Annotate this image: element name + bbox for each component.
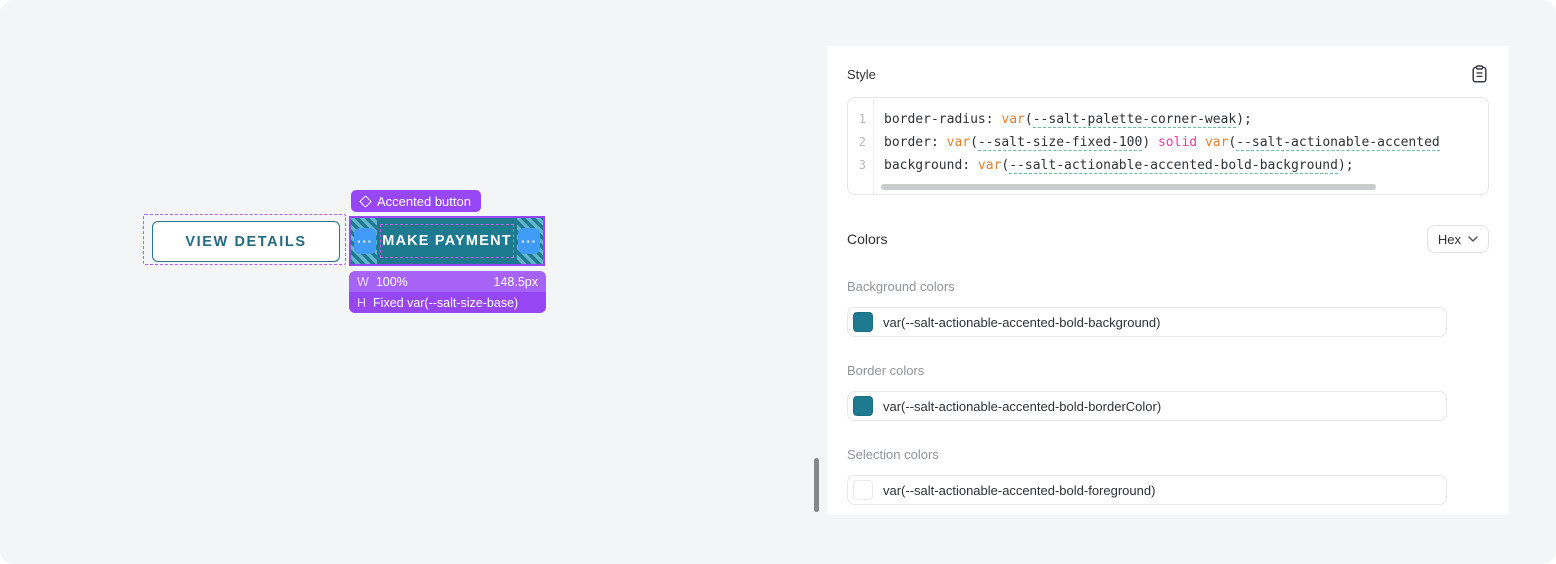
selection-color-value: var(--salt-actionable-accented-bold-fore… (883, 482, 1156, 498)
border-color-value: var(--salt-actionable-accented-bold-bord… (883, 398, 1162, 414)
code-line: border-radius: var(--salt-palette-corner… (884, 108, 1488, 131)
selection-color-row[interactable]: var(--salt-actionable-accented-bold-fore… (847, 475, 1447, 505)
style-section-header: Style (847, 64, 1489, 84)
background-colors-label: Background colors (847, 279, 955, 294)
background-color-swatch (853, 312, 873, 332)
view-details-selection-outline (143, 214, 346, 265)
selection-colors-label: Selection colors (847, 447, 939, 462)
view-details-button[interactable]: VIEW DETAILS (152, 221, 340, 262)
component-tooltip: Accented button (351, 190, 481, 212)
css-variable-token[interactable]: --salt-palette-corner-weak (1032, 112, 1237, 128)
code-token: background: (884, 158, 978, 173)
color-format-value: Hex (1437, 231, 1461, 247)
code-gutter: 1 2 3 (848, 98, 874, 194)
resize-handle-right[interactable]: ··· (518, 228, 540, 254)
vertical-scrollbar[interactable] (814, 458, 819, 512)
border-color-swatch (853, 396, 873, 416)
width-pixels: 148.5px (493, 274, 538, 289)
code-token: var (946, 135, 971, 150)
code-token: ( (1024, 112, 1033, 127)
code-token: ); (1337, 158, 1354, 173)
component-tooltip-label: Accented button (377, 193, 471, 209)
height-measurement-row: H Fixed var(--salt-size-base) (349, 292, 546, 313)
code-token: border-radius: (884, 112, 1002, 127)
component-diamond-icon (359, 194, 372, 208)
width-value: 100% (375, 274, 408, 289)
width-measurement-row: W 100% 148.5px (349, 271, 546, 292)
border-color-row[interactable]: var(--salt-actionable-accented-bold-bord… (847, 391, 1447, 421)
size-measurement-panel: W 100% 148.5px H Fixed var(--salt-size-b… (349, 271, 546, 313)
css-variable-token[interactable]: --salt-actionable-accented (1236, 135, 1440, 151)
code-token: ) (1142, 135, 1158, 150)
code-line: background: var(--salt-actionable-accent… (884, 154, 1488, 177)
background-color-value: var(--salt-actionable-accented-bold-back… (883, 314, 1161, 330)
colors-section-title: Colors (847, 231, 888, 247)
code-token: border: (884, 135, 947, 150)
height-value: Fixed var(--salt-size-base) (373, 295, 519, 310)
style-section-title: Style (847, 66, 876, 82)
css-variable-token[interactable]: --salt-size-fixed-100 (977, 135, 1143, 151)
css-variable-token[interactable]: --salt-actionable-accented-bold-backgrou… (1009, 158, 1338, 174)
code-line-number: 1 (858, 112, 866, 126)
chevron-down-icon (1468, 236, 1478, 242)
code-token: ( (970, 135, 978, 150)
make-payment-button[interactable]: MAKE PAYMENT ··· ··· (349, 216, 545, 266)
make-payment-label: MAKE PAYMENT (382, 233, 512, 249)
code-token: var (977, 158, 1002, 173)
width-label: W (357, 274, 369, 289)
code-token: ); (1236, 112, 1252, 127)
code-line-number: 2 (858, 135, 866, 149)
handle-dots: ··· (521, 233, 537, 249)
code-token: var (1204, 135, 1229, 150)
make-payment-label-box: MAKE PAYMENT (380, 224, 514, 258)
background-color-row[interactable]: var(--salt-actionable-accented-bold-back… (847, 307, 1447, 337)
code-lines: border-radius: var(--salt-palette-corner… (874, 98, 1488, 194)
code-token: ( (1228, 135, 1237, 150)
code-token (1197, 135, 1205, 150)
resize-handle-left[interactable]: ··· (354, 228, 376, 254)
copy-code-button[interactable] (1469, 64, 1489, 84)
code-token: ( (1001, 158, 1010, 173)
code-line: border: var(--salt-size-fixed-100) solid… (884, 131, 1488, 154)
border-colors-label: Border colors (847, 363, 925, 378)
code-line-number: 3 (858, 158, 866, 172)
code-token: var (1001, 112, 1025, 127)
view-details-label: VIEW DETAILS (185, 233, 307, 250)
height-label: H (357, 295, 367, 310)
code-horizontal-scrollbar[interactable] (881, 184, 1376, 190)
code-token: solid (1157, 135, 1198, 150)
clipboard-icon (1471, 65, 1487, 83)
handle-dots: ··· (357, 233, 373, 249)
color-format-dropdown[interactable]: Hex (1426, 225, 1489, 253)
selection-color-swatch (853, 480, 873, 500)
colors-section-header: Colors Hex (847, 225, 1489, 253)
